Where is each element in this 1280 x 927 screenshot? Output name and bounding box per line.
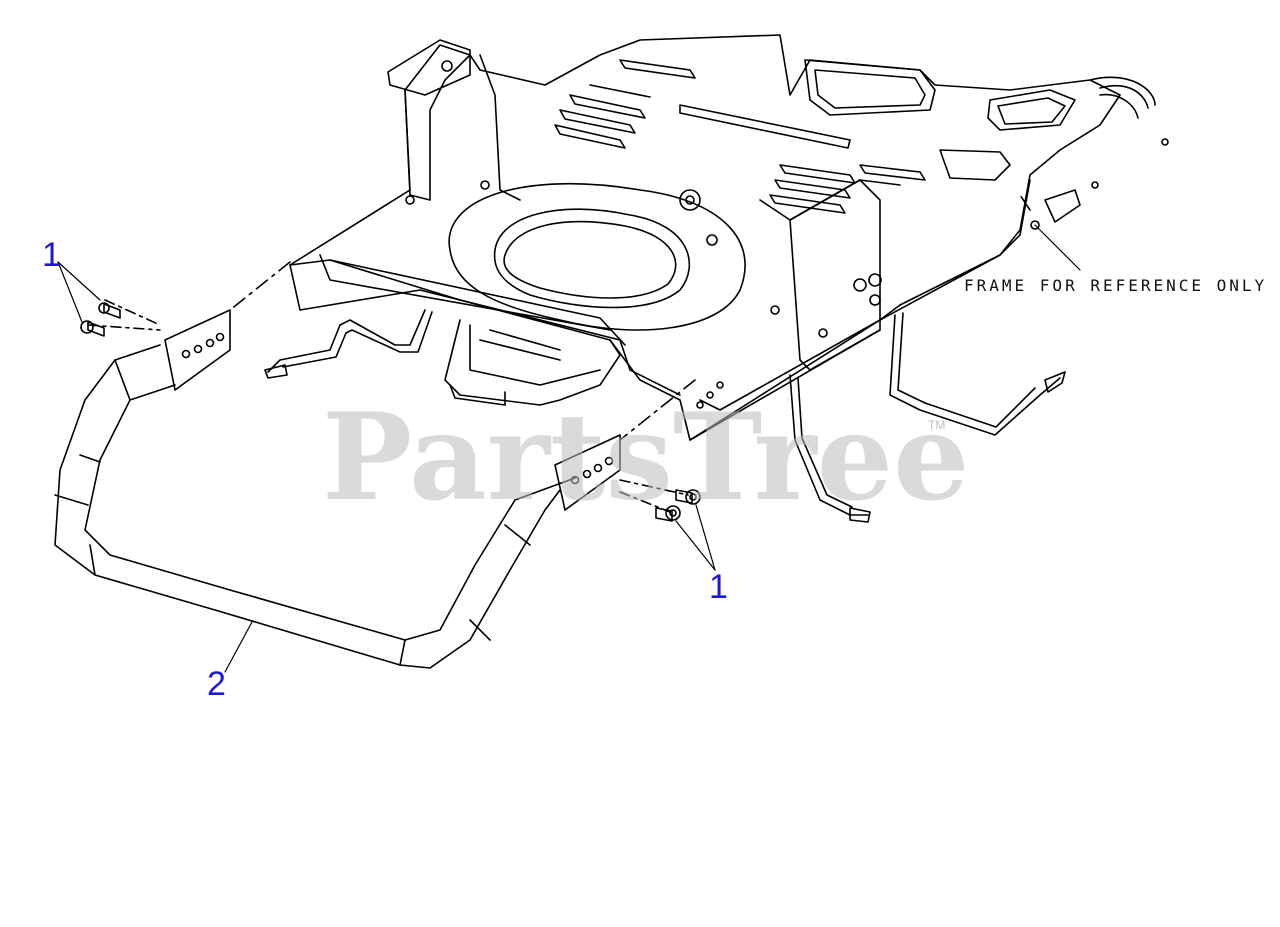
bumper-assembly xyxy=(54,309,621,673)
bolts-upper-left xyxy=(57,261,161,337)
left-mount-plate xyxy=(164,309,231,391)
note-leader-line xyxy=(1034,224,1081,271)
callout-bolts-lower-right[interactable]: 1 xyxy=(709,568,728,606)
right-mount-plate xyxy=(554,434,621,511)
callout-bolts-upper-left[interactable]: 1 xyxy=(42,236,61,274)
reference-note: FRAME FOR REFERENCE ONLY xyxy=(964,276,1268,295)
watermark: PartsTree xyxy=(322,387,970,528)
mower-frame xyxy=(229,34,1169,523)
bolts-lower-right xyxy=(619,479,716,571)
callout-bumper[interactable]: 2 xyxy=(207,665,226,703)
trademark-symbol: TM xyxy=(928,418,946,432)
